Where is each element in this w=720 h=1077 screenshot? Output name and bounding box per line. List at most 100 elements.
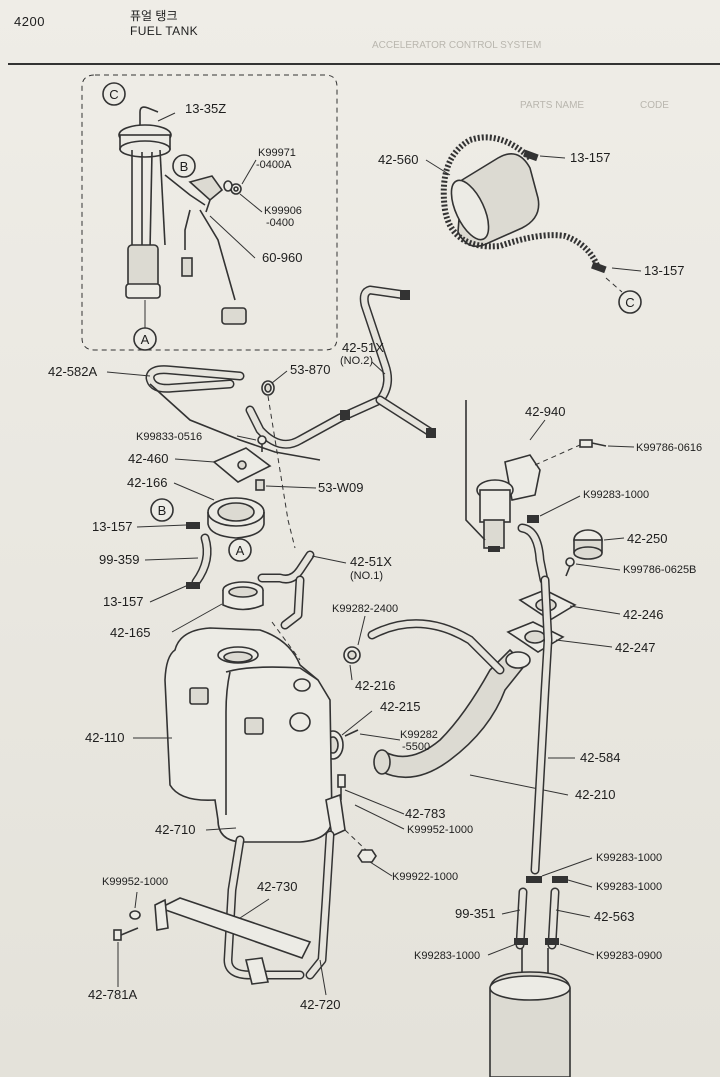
bleed-through-text: PARTS NAME: [520, 100, 585, 111]
ref-circle-a-mid: A: [228, 538, 252, 562]
label-42-781A: 42-781A: [88, 987, 137, 1002]
fuel-filter-canister: [489, 876, 571, 1077]
hose-42-584: [530, 575, 553, 875]
vent-tube-42-582A: [145, 365, 321, 461]
label-42-215: 42-215: [380, 699, 420, 714]
vent-hose-42-51X-no1: [257, 550, 315, 630]
label-13-35Z: 13-35Z: [185, 101, 226, 116]
grommet-53-W09: [255, 479, 265, 491]
label-K99971: K99971: [258, 147, 296, 159]
page-number: 4200: [14, 14, 45, 29]
gauge-plate-42-460: [212, 447, 272, 483]
ref-circle-b-top: B: [172, 154, 196, 178]
vent-valve-bracket-42-940: [465, 400, 541, 552]
label-99-351: 99-351: [455, 906, 495, 921]
label-42-250: 42-250: [627, 531, 667, 546]
label-42-560: 42-560: [378, 152, 418, 167]
label-K99786-0616: K99786-0616: [636, 442, 702, 454]
ref-circle-c-right: C: [618, 290, 642, 314]
label-K99786-0625B: K99786-0625B: [623, 564, 696, 576]
label-K99922-1000: K99922-1000: [392, 871, 458, 883]
hose-42-216: [343, 619, 505, 675]
label-42-710: 42-710: [155, 822, 195, 837]
label-42-460: 42-460: [128, 451, 168, 466]
clip-53-870: [261, 380, 275, 396]
label-13-157: 13-157: [644, 263, 684, 278]
screw-K99786-0625B: [565, 557, 575, 577]
label-60-960: 60-960: [262, 250, 302, 265]
gasket-42-247: [506, 621, 565, 653]
strap-42-710: [223, 835, 305, 980]
label-42-720: 42-720: [300, 997, 340, 1012]
label-13-157: 13-157: [103, 594, 143, 609]
strap-42-720: [305, 830, 335, 980]
screw-K99833-0516: [257, 435, 267, 452]
label-K99283-1000: K99283-1000: [414, 950, 480, 962]
bleed-through-text: ACCELERATOR CONTROL SYSTEM: [372, 40, 542, 51]
label-5500: -5500: [402, 741, 430, 753]
label-K99282-2400: K99282-2400: [332, 603, 398, 615]
svg-text:C: C: [625, 295, 634, 310]
label-42-783: 42-783: [405, 806, 445, 821]
label-K99283-1000: K99283-1000: [596, 881, 662, 893]
bolt-K99786-0616: [579, 439, 607, 448]
label-K99283-1000: K99283-1000: [583, 489, 649, 501]
label-0400A: -0400A: [256, 159, 292, 171]
label-42-563: 42-563: [594, 909, 634, 924]
label-K99282: K99282: [400, 729, 438, 741]
hose-99-359: [186, 522, 212, 589]
label-K99283-1000: K99283-1000: [596, 852, 662, 864]
label-99-359: 99-359: [99, 552, 139, 567]
svg-text:B: B: [158, 503, 167, 518]
label-53-870: 53-870: [290, 362, 330, 377]
label-42-584: 42-584: [580, 750, 620, 765]
label-42-246: 42-246: [623, 607, 663, 622]
label-K99906: K99906: [264, 205, 302, 217]
label-0400: -0400: [266, 217, 294, 229]
hose-with-clamp-K99283-1000: [517, 515, 549, 585]
label-42-940: 42-940: [525, 404, 565, 419]
label-42-210: 42-210: [575, 787, 615, 802]
label-K99833-0516: K99833-0516: [136, 431, 202, 443]
svg-text:C: C: [109, 87, 118, 102]
label-42-165: 42-165: [110, 625, 150, 640]
title-english: FUEL TANK: [130, 24, 199, 38]
label-42-582A: 42-582A: [48, 364, 97, 379]
svg-text:B: B: [180, 159, 189, 174]
label-K99952-1000: K99952-1000: [407, 824, 473, 836]
label-42-730: 42-730: [257, 879, 297, 894]
label-42-110: 42-110: [85, 730, 125, 745]
filler-neck-42-210: [373, 648, 531, 779]
label-42-166: 42-166: [127, 475, 167, 490]
bleed-through-text: CODE: [640, 100, 669, 111]
ref-circle-a-top: A: [133, 327, 157, 351]
fuel-cap-42-250: [573, 529, 603, 560]
vent-hose-42-51X-no2: [245, 285, 436, 449]
svg-text:A: A: [141, 332, 150, 347]
fuel-filter-42-560: [440, 134, 607, 274]
part-labels: 13-35Z K99971 -0400A K99906 -0400 60-960…: [48, 101, 702, 1012]
svg-text:A: A: [236, 543, 245, 558]
ref-circle-b-left: B: [150, 498, 174, 522]
label-K99952-1000: K99952-1000: [102, 876, 168, 888]
label-no2: (NO.2): [340, 355, 373, 367]
ref-circle-c-top: C: [102, 82, 126, 106]
label-K99283-0900: K99283-0900: [596, 950, 662, 962]
label-42-51X-no1: 42-51X: [350, 554, 392, 569]
nut-K99922-1000: [357, 849, 377, 863]
title-korean: 퓨얼 탱크: [130, 9, 178, 23]
label-42-247: 42-247: [615, 640, 655, 655]
header-rule: [8, 63, 720, 65]
label-42-51X-no2: 42-51X: [342, 340, 384, 355]
bolt-42-781A: [113, 927, 139, 941]
label-53-W09: 53-W09: [318, 480, 364, 495]
label-13-157: 13-157: [570, 150, 610, 165]
crossmember-42-730: [154, 897, 312, 985]
label-42-216: 42-216: [355, 678, 395, 693]
label-13-157: 13-157: [92, 519, 132, 534]
fuel-tank-42-110: [164, 627, 333, 843]
lock-ring-42-166: [207, 497, 265, 539]
washer-K99952-1000: [129, 910, 141, 920]
